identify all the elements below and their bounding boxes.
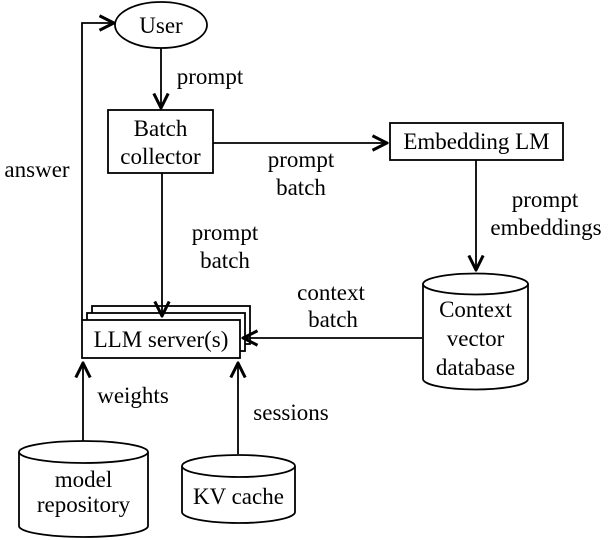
model-repo-cylinder-top (18, 440, 149, 464)
context-db-cylinder-body (422, 284, 529, 391)
edge-label-answer: answer (4, 157, 69, 182)
llm-server-box-front (81, 319, 241, 359)
batch-collector-label-line2: collector (120, 144, 201, 169)
kv-cache-label: KV cache (193, 484, 284, 509)
edge-label-prompt: prompt (177, 64, 244, 89)
edge-label-prompt-batch-down-line1: prompt (192, 220, 259, 245)
kv-cache-cylinder-body (181, 466, 296, 524)
edge-label-prompt-batch-down-line2: batch (200, 248, 250, 273)
node-kv-cache (181, 454, 296, 524)
context-db-label-line1: Context (439, 297, 512, 322)
model-repo-label-line2: repository (37, 492, 131, 517)
batch-collector-label-line1: Batch (134, 116, 188, 141)
embedding-lm-label: Embedding LM (403, 129, 549, 154)
model-repo-cylinder-body (18, 452, 149, 538)
edge-label-prompt-batch-right-line1: prompt (268, 147, 335, 172)
node-model-repository (18, 440, 149, 538)
edge-label-weights: weights (97, 383, 169, 408)
model-repo-label-line1: model (55, 467, 113, 492)
edge-label-context-batch-line1: context (297, 280, 365, 305)
edge-label-prompt-embeddings-line1: prompt (512, 187, 579, 212)
context-db-label-line2: vector (447, 326, 505, 351)
node-batch-collector (107, 109, 214, 174)
edge-answer (81, 23, 113, 320)
batch-collector-box (107, 109, 214, 174)
node-context-vector-database (422, 272, 529, 391)
edge-label-prompt-batch-right-line2: batch (276, 175, 326, 200)
context-db-label-line3: database (436, 355, 515, 380)
context-db-cylinder-top (422, 272, 529, 296)
edge-label-context-batch-line2: batch (308, 307, 358, 332)
edge-label-sessions: sessions (253, 400, 328, 425)
llm-servers-label: LLM server(s) (94, 327, 229, 352)
node-llm-servers (81, 305, 251, 359)
kv-cache-cylinder-top (181, 454, 296, 478)
edge-label-prompt-embeddings-line2: embeddings (490, 215, 601, 240)
user-label: User (139, 13, 183, 38)
